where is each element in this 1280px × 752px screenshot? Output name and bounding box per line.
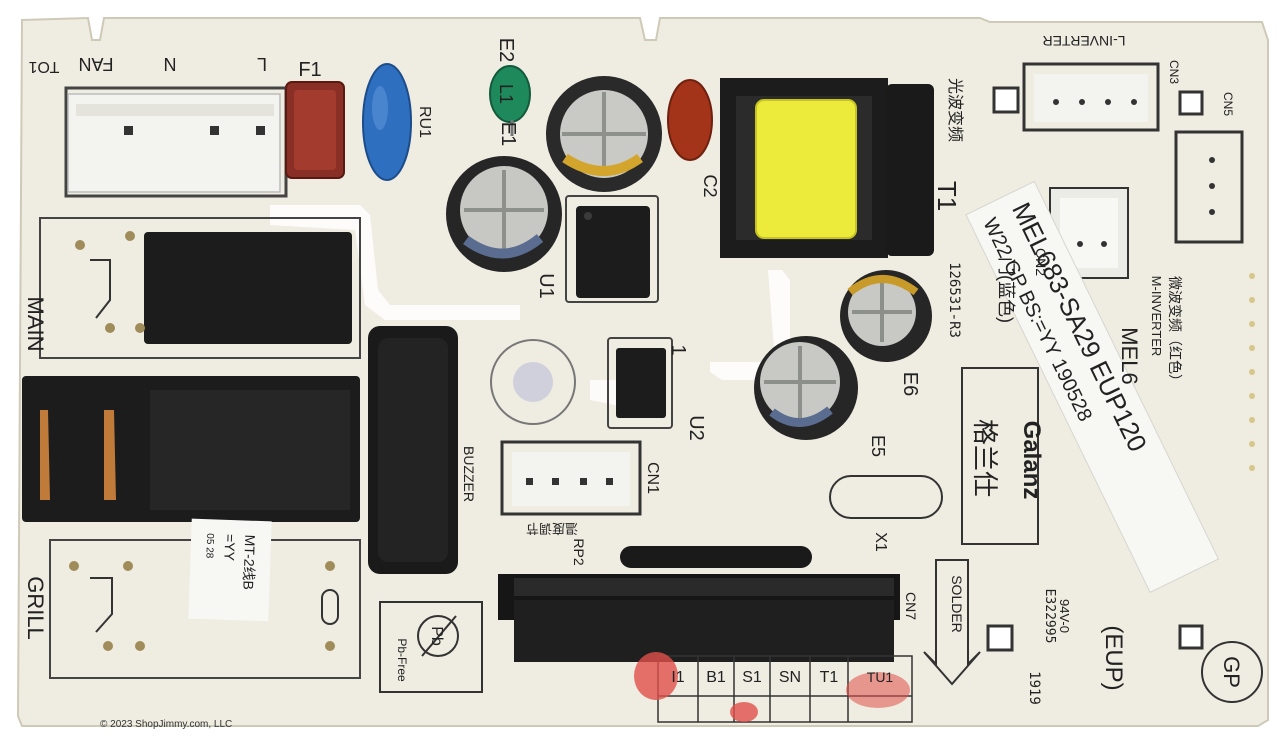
label-grill: GRILL — [23, 576, 48, 640]
label-c2: C2 — [700, 174, 720, 197]
varistor-ru1 — [362, 63, 412, 181]
gp-circle — [1201, 641, 1263, 703]
red-mark — [634, 652, 678, 700]
sticker-small-line3: 05 28 — [203, 533, 215, 559]
label-gp: GP — [1219, 656, 1244, 688]
label-fan: FAN — [78, 54, 113, 74]
label-l-inverter: L-INVERTER — [1043, 33, 1126, 49]
edge-pads — [1249, 273, 1255, 471]
terminal-label: TU1 — [867, 669, 894, 685]
terminal-label: I1 — [671, 669, 684, 686]
label-l: L — [257, 54, 267, 74]
capacitor-c2 — [667, 79, 713, 161]
label-cn2: CN2 — [1033, 248, 1049, 276]
transformer-t1 — [720, 78, 934, 258]
red-mark — [846, 672, 910, 708]
label-main: MAIN — [23, 297, 48, 352]
label-cn-rp2: 温度调节 — [526, 521, 578, 536]
label-brand: Galanz — [1018, 421, 1045, 500]
label-date-code: 1919 — [1026, 671, 1042, 705]
label-cn7: CN7 — [903, 592, 919, 620]
terminal-label: SN — [779, 669, 801, 686]
pb-circle — [417, 615, 459, 657]
connector-cn3 — [1022, 62, 1160, 132]
ic-u1 — [565, 195, 659, 303]
fan-connector — [64, 86, 288, 198]
label-part-code: 126531-R3 — [946, 262, 962, 338]
connector-cn5 — [1174, 130, 1244, 244]
buzzer — [368, 326, 458, 574]
label-pb: Pb — [428, 626, 445, 646]
pad — [992, 86, 1020, 114]
relay-main — [39, 217, 361, 359]
pb-free-frame — [379, 601, 483, 693]
pad — [986, 624, 1014, 652]
label-u2: U2 — [685, 415, 707, 441]
label-cn-brand: 格兰仕 — [970, 419, 1000, 497]
label-x1: X1 — [872, 532, 889, 552]
capacitor-e1 — [446, 156, 562, 272]
label-solder: SOLDER — [949, 575, 965, 633]
label-m-inverter: M-INVERTER — [1149, 276, 1164, 357]
terminal-label: S1 — [742, 669, 762, 686]
ic-u2 — [607, 337, 673, 429]
label-e2: E2 — [495, 38, 517, 62]
label-rp2: RP2 — [571, 538, 587, 565]
copyright-text: © 2023 ShopJimmy.com, LLC — [100, 719, 233, 730]
label-eup: (EUP) — [1100, 625, 1127, 690]
capacitor-e2 — [546, 76, 662, 192]
label-e6: E6 — [899, 372, 921, 396]
label-t1: T1 — [932, 181, 962, 211]
label-cn1: CN1 — [644, 462, 661, 494]
label-to1: TO1 — [28, 58, 59, 75]
mounting-hole — [490, 339, 576, 425]
sticker-small-line1: MT-2线B — [240, 534, 258, 590]
label-pb-free: Pb-Free — [395, 638, 409, 682]
label-e1: E1 — [497, 122, 519, 146]
sticker-small-line2: =YY — [221, 534, 238, 562]
fuse-f1 — [285, 81, 345, 179]
sticker-small: MT-2线B =YY 05 28 — [188, 518, 272, 622]
trace-area — [270, 205, 520, 320]
label-rating: 94V-0 — [1057, 599, 1072, 633]
red-mark — [730, 702, 758, 722]
label-f1: F1 — [298, 59, 321, 81]
capacitor-e6 — [840, 270, 932, 362]
terminal-label: T1 — [820, 669, 839, 686]
label-ru1: RU1 — [416, 106, 433, 138]
label-buzzer: BUZZER — [461, 446, 477, 502]
connector-cn1 — [500, 440, 642, 516]
label-cn-door: 门(蓝色) — [996, 257, 1016, 323]
inductor-l1 — [489, 65, 531, 136]
label-e5: E5 — [868, 435, 888, 457]
label-mel-main: MEL6 — [1117, 327, 1142, 384]
solder-arrow — [923, 559, 981, 686]
pad — [1178, 624, 1204, 650]
wire-sleeve — [620, 546, 812, 568]
label-n: N — [164, 54, 177, 74]
label-file-no: E322995 — [1042, 589, 1057, 644]
label-cn5: CN5 — [1221, 92, 1235, 116]
capacitor-e5 — [754, 336, 858, 440]
terminal-label: B1 — [706, 669, 726, 686]
brand-frame — [961, 367, 1039, 545]
label-pin1: 1 — [667, 344, 689, 355]
label-cn-m-inverter: 微波变频（红色） — [1167, 276, 1183, 388]
crystal-x1 — [829, 475, 943, 519]
relay-large — [22, 376, 360, 522]
label-l1: L1 — [496, 84, 516, 104]
pad — [1178, 90, 1204, 116]
label-cn3: CN3 — [1167, 60, 1181, 84]
connector-cn7 — [498, 574, 900, 662]
label-u1: U1 — [535, 273, 557, 299]
label-cn-inverter: 光波变频 — [946, 78, 964, 142]
